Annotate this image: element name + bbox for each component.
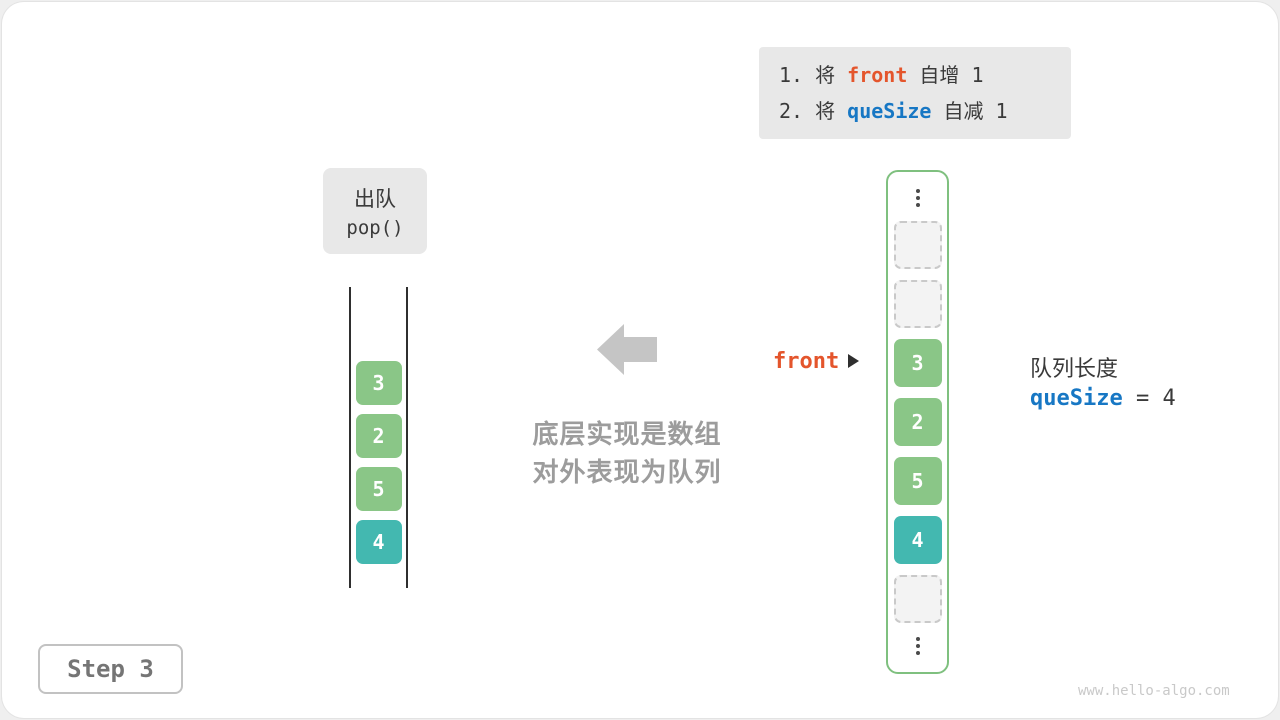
empty-slot <box>893 575 942 623</box>
front-pointer-label: front <box>773 348 840 374</box>
queue-length-expression: queSize = 4 <box>1030 384 1176 414</box>
instruction-2-suffix: 自减 1 <box>931 99 1008 123</box>
step-badge: Step 3 <box>38 644 183 694</box>
instruction-1-suffix: 自增 1 <box>907 63 984 87</box>
middle-caption: 底层实现是数组 对外表现为队列 <box>507 415 747 491</box>
array-cell: 3 <box>893 339 942 387</box>
left-arrow-icon <box>597 324 657 375</box>
vertical-ellipsis-icon <box>915 186 920 210</box>
queue-cell: 5 <box>355 467 402 511</box>
abstract-queue-cells: 3 2 5 4 <box>351 287 406 588</box>
watermark: www.hello-algo.com <box>1078 683 1230 699</box>
array-cell: 2 <box>893 398 942 446</box>
queue-length-title: 队列长度 <box>1030 356 1119 381</box>
abstract-queue: 3 2 5 4 <box>349 287 408 588</box>
instruction-box: 1. 将 front 自增 1 2. 将 queSize 自减 1 <box>759 47 1071 139</box>
front-pointer-arrow-icon <box>848 354 860 368</box>
operation-label-box: 出队 pop() <box>323 168 427 254</box>
caption-line-2: 对外表现为队列 <box>532 457 722 487</box>
array-cell: 4 <box>893 516 942 564</box>
queue-cell: 3 <box>355 361 402 405</box>
instruction-line-1: 1. 将 front 自增 1 <box>779 58 1051 92</box>
instruction-2-code: queSize <box>847 99 932 123</box>
empty-slot <box>893 280 942 328</box>
vertical-ellipsis-icon <box>915 634 920 658</box>
instruction-2-prefix: 2. 将 <box>779 99 848 123</box>
queue-length-value: = 4 <box>1122 386 1176 411</box>
queue-length-info: 队列长度 queSize = 4 <box>1030 354 1176 414</box>
queue-cell: 4 <box>355 520 402 564</box>
array-cell: 5 <box>893 457 942 505</box>
instruction-1-prefix: 1. 将 <box>779 63 848 87</box>
operation-title: 出队 <box>354 188 396 211</box>
queue-length-var: queSize <box>1030 386 1123 411</box>
operation-code: pop() <box>346 217 404 239</box>
empty-slot <box>893 221 942 269</box>
array-cells: 3 2 5 4 <box>888 172 947 672</box>
instruction-line-2: 2. 将 queSize 自减 1 <box>779 94 1051 128</box>
front-pointer: front <box>773 346 860 376</box>
instruction-1-code: front <box>847 63 908 87</box>
queue-cell: 2 <box>355 414 402 458</box>
array-panel: 3 2 5 4 <box>886 170 949 674</box>
caption-line-1: 底层实现是数组 <box>532 419 722 449</box>
